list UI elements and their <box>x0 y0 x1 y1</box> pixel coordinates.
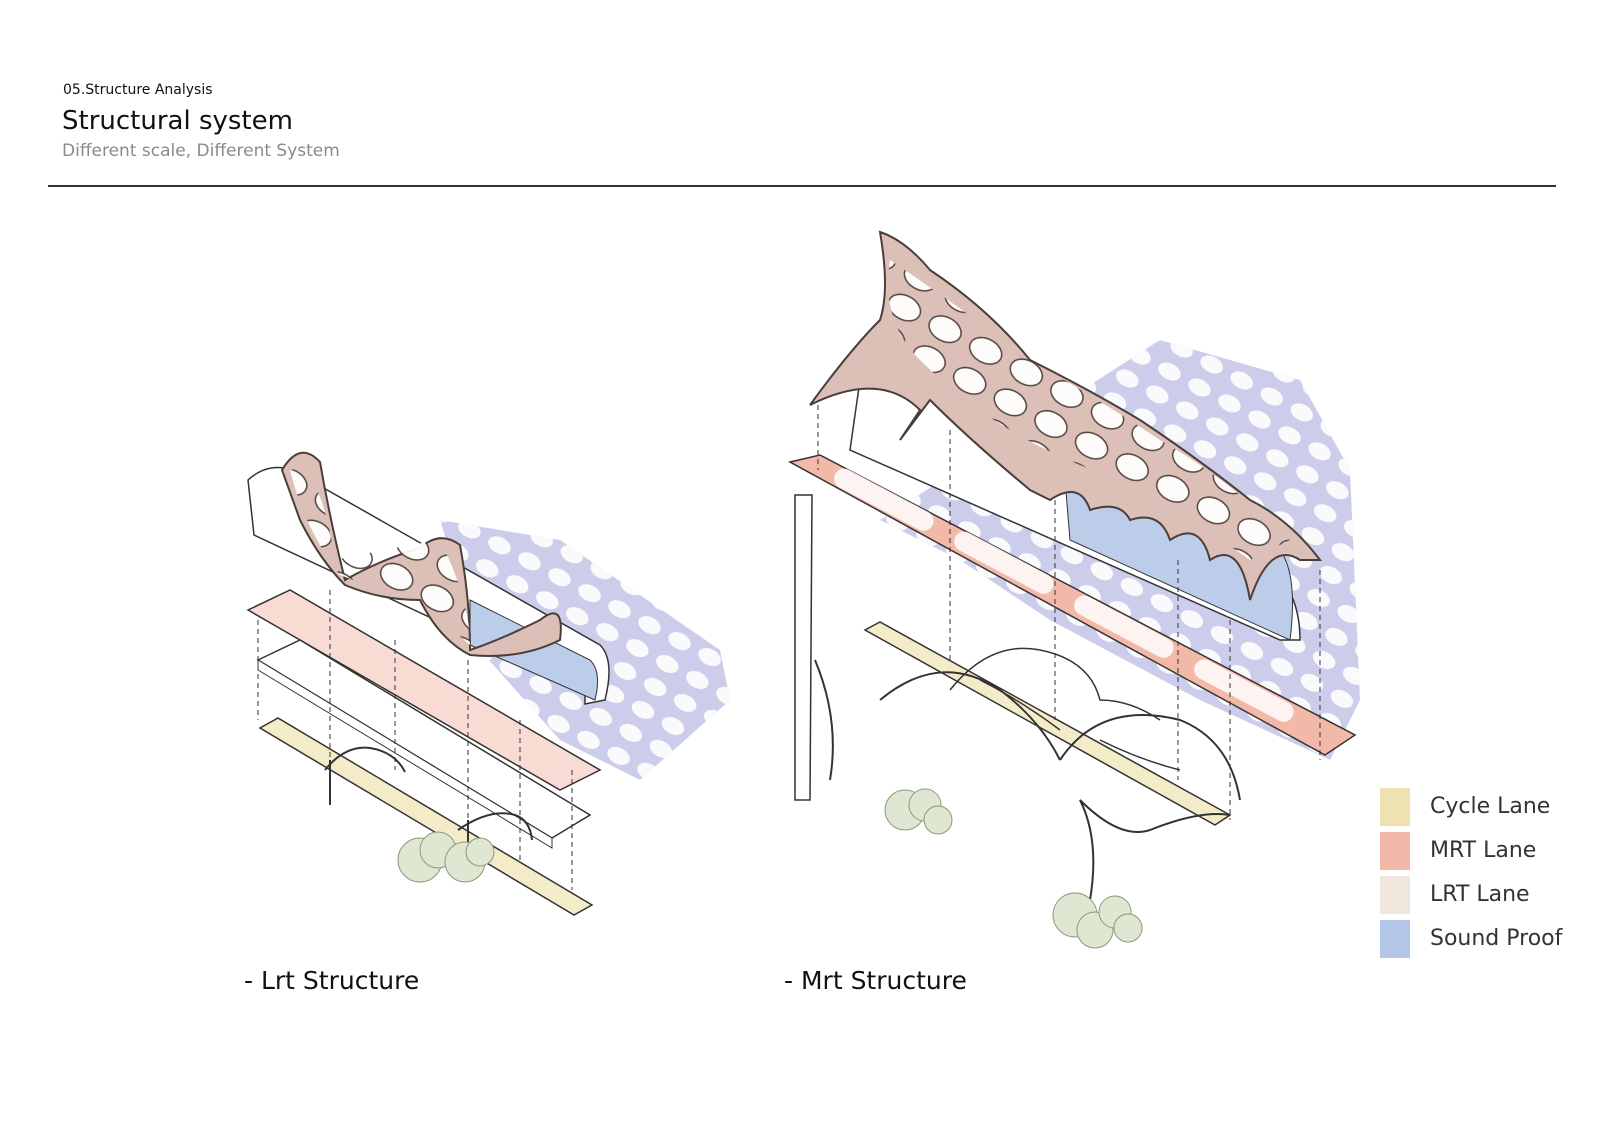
mrt-structure-diagram <box>787 230 1360 949</box>
header-divider <box>48 185 1556 187</box>
mrt-column-left <box>794 494 813 801</box>
page-title: Structural system <box>62 106 293 136</box>
legend-label-lrt-lane: LRT Lane <box>1430 882 1530 907</box>
legend-swatch-sound-proof <box>1380 920 1410 958</box>
legend-swatch-lrt-lane <box>1380 876 1410 914</box>
mrt-column-branches <box>814 659 1241 901</box>
legend-item-lrt-lane: LRT Lane <box>1380 876 1590 916</box>
mrt-arch-frame <box>949 647 1181 771</box>
mrt-guide-lines <box>817 405 1321 820</box>
lrt-trees <box>397 831 495 883</box>
lrt-structure-diagram <box>246 451 730 916</box>
legend-item-mrt-lane: MRT Lane <box>1380 832 1590 872</box>
legend-item-cycle-lane: Cycle Lane <box>1380 788 1590 828</box>
legend-swatch-cycle-lane <box>1380 788 1410 826</box>
lrt-lrt-deck <box>246 589 602 791</box>
lrt-guide-lines <box>257 590 573 890</box>
mrt-canopy-holes <box>888 260 1290 560</box>
legend-label-cycle-lane: Cycle Lane <box>1430 794 1551 819</box>
mrt-deck-markings <box>834 468 1294 722</box>
legend-label-sound-proof: Sound Proof <box>1430 926 1563 951</box>
page-subtitle: Different scale, Different System <box>62 141 340 161</box>
legend-label-mrt-lane: MRT Lane <box>1430 838 1537 863</box>
lrt-column-left <box>324 746 406 805</box>
mrt-trees <box>884 788 1143 949</box>
mrt-caption: - Mrt Structure <box>784 966 967 995</box>
lrt-caption: - Lrt Structure <box>244 966 420 995</box>
lrt-canopy-holes <box>290 469 470 645</box>
legend-swatch-mrt-lane <box>1380 832 1410 870</box>
legend-item-sound-proof: Sound Proof <box>1380 920 1590 960</box>
section-label: 05.Structure Analysis <box>63 82 213 98</box>
